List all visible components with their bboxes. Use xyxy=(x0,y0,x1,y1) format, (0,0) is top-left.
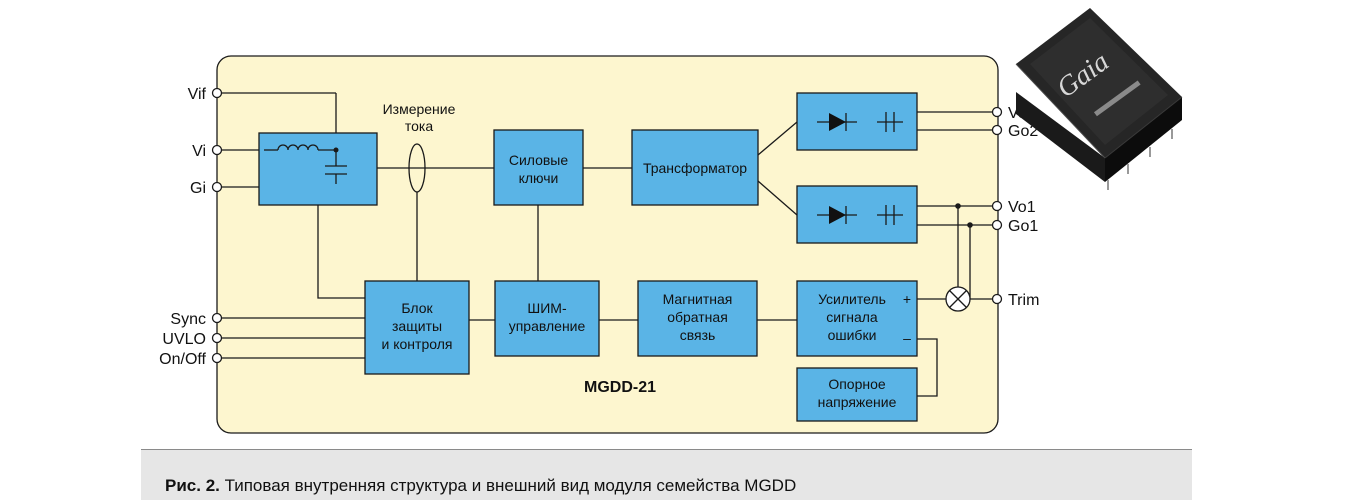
pwm-block: ШИМ- управление xyxy=(494,280,600,357)
module-pins-icon xyxy=(1107,129,1173,190)
junction-dot xyxy=(967,222,973,228)
reference-label-1: Опорное xyxy=(828,376,886,392)
protection-label-3: и контроля xyxy=(382,336,453,352)
inductor-icon xyxy=(277,144,319,151)
svg-text:сигнала: сигнала xyxy=(826,309,878,325)
error-amp-label-3: ошибки xyxy=(828,327,877,343)
error-amp-label-2: сигнала xyxy=(826,309,878,325)
svg-text:Магнитная: Магнитная xyxy=(663,291,733,307)
power-switches-label-2: ключи xyxy=(519,170,559,186)
input-filter-block xyxy=(258,132,378,206)
svg-text:ШИМ-: ШИМ- xyxy=(527,300,567,316)
protection-label-2: защиты xyxy=(392,318,442,334)
pwm-label-1: ШИМ- xyxy=(527,300,567,316)
pin-label-vi: Vi xyxy=(192,143,206,160)
pin-label-vo1: Vo1 xyxy=(1008,199,1036,216)
svg-text:связь: связь xyxy=(680,327,716,343)
pin-label-trim: Trim xyxy=(1008,292,1039,309)
reference-block: Опорное напряжение xyxy=(796,367,918,422)
power-switches-label-1: Силовые xyxy=(509,152,569,168)
magnetic-feedback-label-2: обратная xyxy=(667,309,728,325)
svg-text:Усилитель: Усилитель xyxy=(818,291,886,307)
connection-lines xyxy=(221,92,993,397)
pin-label-go2: Go2 xyxy=(1008,123,1038,140)
pwm-label-2: управление xyxy=(509,318,586,334)
svg-text:ошибки: ошибки xyxy=(828,327,877,343)
power-switches-block: Силовые ключи xyxy=(493,129,584,206)
rectifier-block-upper xyxy=(796,92,918,151)
svg-text:Опорное: Опорное xyxy=(828,376,886,392)
junction-dot xyxy=(955,203,961,209)
diode-icon xyxy=(817,206,857,224)
pin-label-vif: Vif xyxy=(188,86,207,103)
svg-text:управление: управление xyxy=(509,318,586,334)
svg-text:+: + xyxy=(903,291,911,307)
svg-text:обратная: обратная xyxy=(667,309,728,325)
pin-label-uvlo: UVLO xyxy=(162,331,206,348)
pin-label-gi: Gi xyxy=(190,180,206,197)
error-amp-label-1: Усилитель xyxy=(818,291,886,307)
current-sense-label-2: тока xyxy=(405,118,433,134)
caption-bar: Рис. 2. Типовая внутренняя структура и в… xyxy=(141,449,1192,500)
block-diagram: Силовые ключи Трансформатор xyxy=(159,8,1183,434)
summing-node xyxy=(945,286,971,312)
magnetic-feedback-label-1: Магнитная xyxy=(663,291,733,307)
part-label-strip xyxy=(1093,80,1141,117)
pin-terminals xyxy=(211,87,1003,364)
error-amplifier-block: Усилитель сигнала ошибки + – xyxy=(796,280,918,357)
current-sense-label-1: Измерение xyxy=(383,101,456,117)
protection-label-1: Блок xyxy=(401,300,433,316)
svg-text:напряжение: напряжение xyxy=(818,394,897,410)
capacitor-icon xyxy=(877,112,903,132)
transformer-label: Трансформатор xyxy=(643,160,747,176)
diode-icon xyxy=(817,113,857,131)
capacitor-icon xyxy=(877,205,903,225)
figure-caption: Рис. 2. Типовая внутренняя структура и в… xyxy=(165,476,796,496)
svg-text:Силовые: Силовые xyxy=(509,152,569,168)
protection-block: Блок защиты и контроля xyxy=(364,280,470,375)
svg-text:Трансформатор: Трансформатор xyxy=(643,160,747,176)
error-amp-plus: + xyxy=(903,291,911,307)
svg-text:ключи: ключи xyxy=(519,170,559,186)
magnetic-feedback-block: Магнитная обратная связь xyxy=(637,280,758,357)
product-photo: Gaia xyxy=(1015,8,1183,190)
rectifier-block-lower xyxy=(796,185,918,244)
error-amp-minus: – xyxy=(903,330,911,346)
pin-label-go1: Go1 xyxy=(1008,218,1038,235)
caption-label: Рис. 2. xyxy=(165,476,220,495)
magnetic-feedback-label-3: связь xyxy=(680,327,716,343)
svg-text:и контроля: и контроля xyxy=(382,336,453,352)
module-title: MGDD-21 xyxy=(584,379,656,396)
current-sense-coil xyxy=(408,143,426,193)
pin-label-onoff: On/Off xyxy=(159,351,206,368)
caption-text: Типовая внутренняя структура и внешний в… xyxy=(219,476,797,495)
pin-label-sync: Sync xyxy=(170,311,206,328)
svg-text:Блок: Блок xyxy=(401,300,433,316)
svg-text:защиты: защиты xyxy=(392,318,442,334)
reference-label-2: напряжение xyxy=(818,394,897,410)
transformer-block: Трансформатор xyxy=(631,129,759,206)
svg-text:–: – xyxy=(903,330,911,346)
